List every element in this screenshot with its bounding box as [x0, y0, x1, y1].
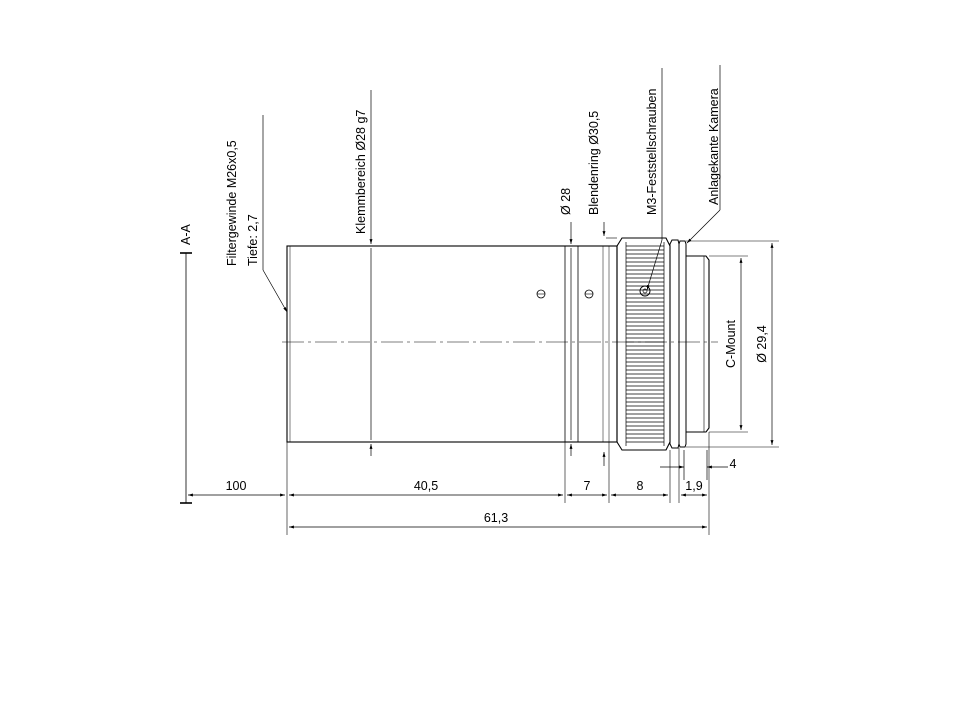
aperture-ring	[616, 237, 671, 451]
set-screw-hole-2	[584, 289, 594, 299]
camera-flange-label: Anlagekante Kamera	[707, 88, 721, 205]
set-screw-hole-1	[536, 289, 546, 299]
aperture-ring-label: Blendenring Ø30,5	[587, 111, 601, 215]
dim-100: 100	[226, 479, 247, 493]
dim-40-5: 40,5	[414, 479, 438, 493]
flange-rings	[669, 239, 687, 449]
dimension-lines	[188, 65, 774, 529]
section-line	[180, 252, 192, 504]
c-mount-label: C-Mount	[724, 320, 738, 368]
c-mount-thread	[686, 255, 710, 433]
clamp-range-label: Klemmbereich Ø28 g7	[354, 110, 368, 234]
filter-thread-label: Filtergewinde M26x0,5	[225, 140, 239, 266]
diameter-29-4-label: Ø 29,4	[755, 325, 769, 363]
set-screws-label: M3-Feststellschrauben	[645, 89, 659, 215]
filter-depth-label: Tiefe: 2,7	[246, 214, 260, 266]
extension-lines	[286, 237, 779, 535]
dim-61-3: 61,3	[484, 511, 508, 525]
dim-1-9: 1,9	[685, 479, 702, 493]
diameter-28-label: Ø 28	[559, 188, 573, 215]
section-label: A-A	[179, 224, 193, 246]
dim-4: 4	[730, 457, 737, 471]
dim-8: 8	[637, 479, 644, 493]
lens-barrel	[286, 245, 618, 443]
dim-7: 7	[584, 479, 591, 493]
